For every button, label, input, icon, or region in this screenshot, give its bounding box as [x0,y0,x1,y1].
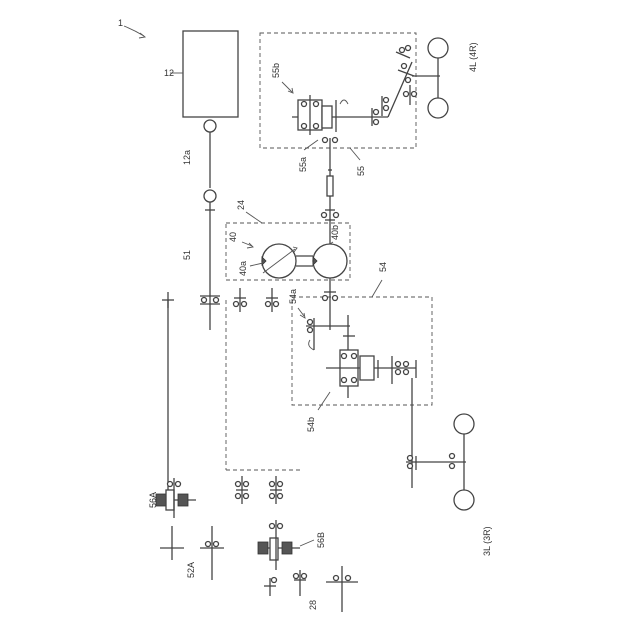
pto-gear-cluster [162,288,300,500]
front-wheels-label: 4L (4R) [468,42,478,72]
part-55b-label: 55b [271,63,281,78]
output-shaft-12a: 12a [182,120,216,215]
hst-unit-24: 24 40 40a 40b [226,200,350,280]
motor-40b-label: 40b [330,225,340,240]
pto-unit-28: 28 [308,566,358,612]
shaft-51: 51 [182,215,210,330]
front-wheels: 4L (4R) [412,38,478,118]
unit-52A-label: 52A [186,562,196,578]
group-55-label: 55 [356,166,366,176]
unit-56B-label: 56B [316,532,326,548]
pto-unit-56A: 56A [148,478,196,518]
part-54b-label: 54b [306,417,316,432]
engine-block: 12 [164,31,238,117]
shaft-12a-label: 12a [182,150,192,165]
figure-number: 1 [118,18,123,28]
box-24-label: 24 [236,200,246,210]
part-54a-label: 54a [288,289,298,304]
rear-wheels-label: 3L (3R) [482,526,492,556]
group-54-label: 54 [378,262,388,272]
shaft-51-label: 51 [182,250,192,260]
pump-40-label: 40 [228,232,238,242]
part-55a-label: 55a [298,157,308,172]
pto-unit-56B: 56B [258,520,326,596]
unit-28-label: 28 [308,600,318,610]
figure-ref: 1 [118,18,145,38]
pump-40a-label: 40a [238,261,248,276]
unit-56A-label: 56A [148,492,158,508]
pto-unit-52A: 52A [160,526,224,580]
gear-pair-mid [236,476,283,504]
front-drive-group-55: 55 55b 55a [260,33,417,176]
transmission-group-54: 54 54a 54b [288,262,432,432]
